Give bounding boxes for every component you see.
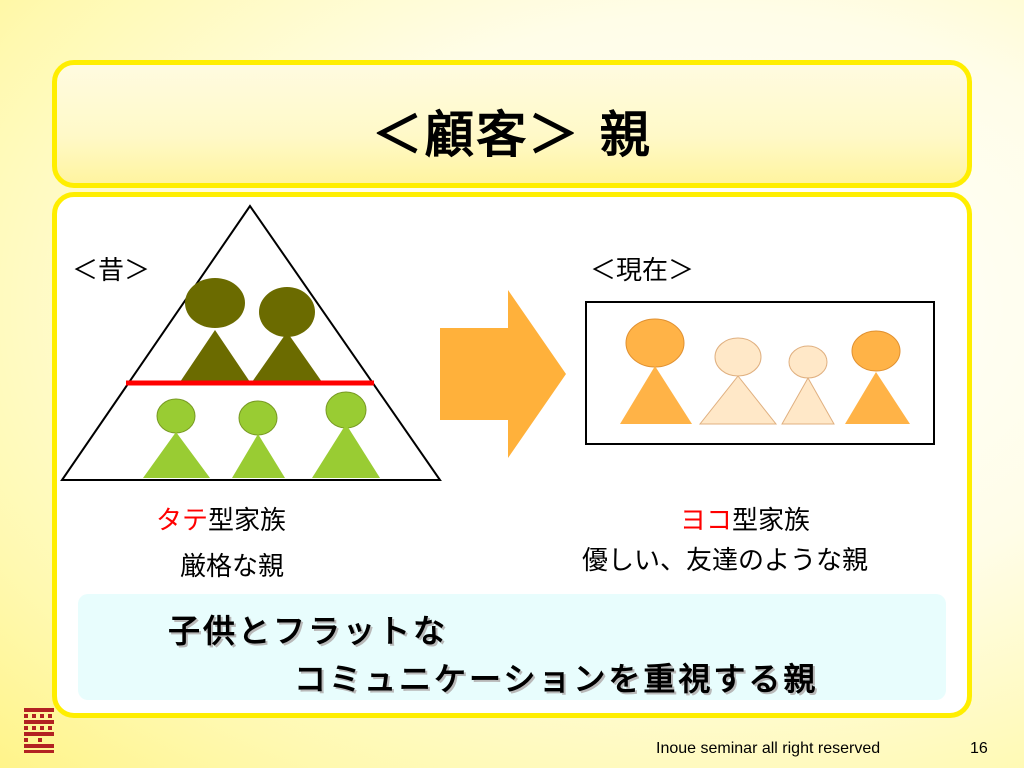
summary-line-1: 子供とフラットな bbox=[168, 612, 449, 650]
old-child-figure bbox=[232, 400, 285, 478]
now-child-figure bbox=[698, 337, 778, 425]
slide-title: ＜顧客＞ 親 bbox=[372, 106, 652, 164]
vertical-keyword: タテ bbox=[156, 506, 209, 536]
old-parent-figure bbox=[252, 287, 322, 382]
summary-line-2: コミュニケーションを重視する親 bbox=[294, 660, 819, 698]
old-child-figure bbox=[143, 398, 210, 478]
hierarchy-triangle bbox=[60, 204, 442, 481]
old-parent-figure bbox=[180, 278, 250, 382]
page-number: 16 bbox=[970, 740, 988, 757]
horizontal-family-caption: ヨコ型家族 bbox=[680, 500, 810, 537]
vertical-family-caption: タテ型家族 bbox=[156, 500, 286, 537]
summary-box bbox=[78, 594, 946, 700]
now-parent-figure bbox=[620, 318, 692, 424]
transition-arrow bbox=[440, 290, 566, 458]
now-child-figure bbox=[781, 345, 835, 425]
horizontal-family-suffix: 型家族 bbox=[732, 506, 811, 536]
title-box: ＜顧客＞ 親 bbox=[52, 60, 972, 188]
copyright-footer: Inoue seminar all right reserved bbox=[656, 740, 881, 757]
vertical-family-suffix: 型家族 bbox=[208, 506, 287, 536]
seminar-logo-icon bbox=[24, 708, 54, 753]
strict-parent-text: 厳格な親 bbox=[180, 552, 285, 582]
current-era-heading: ＜現在＞ bbox=[590, 256, 695, 286]
horizontal-keyword: ヨコ bbox=[680, 506, 733, 536]
old-child-figure bbox=[312, 391, 380, 478]
now-parent-figure bbox=[845, 330, 910, 424]
friendly-parent-text: 優しい、友達のような親 bbox=[582, 546, 869, 576]
old-era-heading: ＜昔＞ bbox=[72, 256, 151, 286]
